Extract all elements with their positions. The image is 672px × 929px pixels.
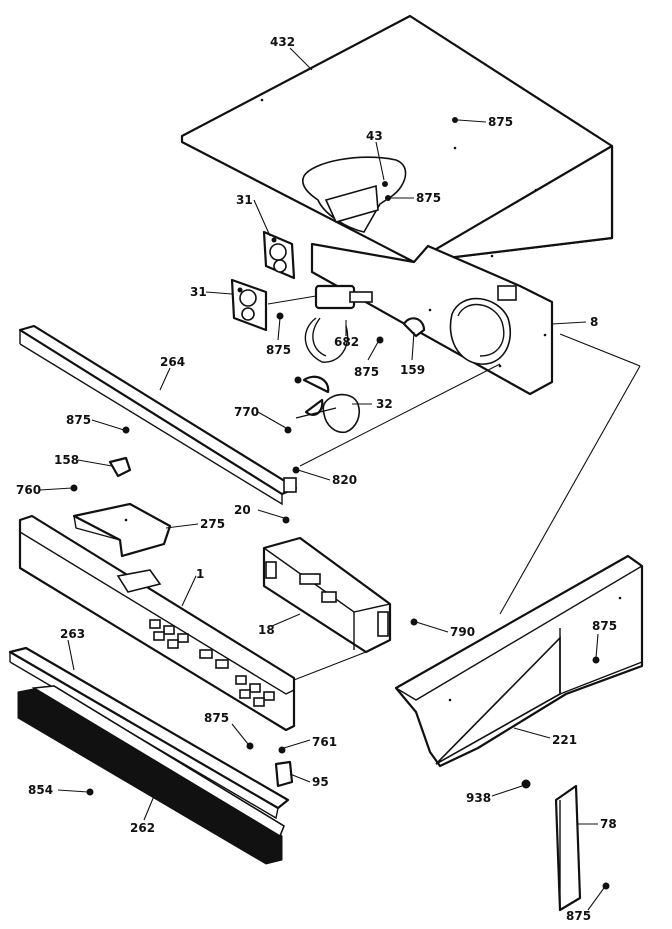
- fan-32: [294, 375, 361, 434]
- label-875-panel: 875: [204, 711, 229, 725]
- label-682: 682: [334, 335, 359, 349]
- screw-875d: [376, 336, 384, 344]
- plate-78: [554, 784, 582, 912]
- label-95: 95: [312, 775, 329, 789]
- fasteners: [70, 312, 610, 890]
- label-32: 32: [376, 397, 393, 411]
- label-790: 790: [450, 625, 475, 639]
- label-760: 760: [16, 483, 41, 497]
- label-159: 159: [400, 363, 425, 377]
- label-78: 78: [600, 817, 617, 831]
- label-820: 820: [332, 473, 357, 487]
- thermostat-31-upper: [262, 230, 296, 280]
- screw-875h: [602, 882, 610, 890]
- guide-lines: [267, 295, 641, 681]
- back-panel-8: [310, 242, 554, 396]
- control-panel-1: [18, 514, 296, 732]
- screw-761: [278, 746, 286, 754]
- label-264: 264: [160, 355, 185, 369]
- label-854: 854: [28, 783, 53, 797]
- screw-770: [284, 426, 292, 434]
- part-labels: 432 875 43 875 31 31 8 875 682 875 159 2…: [16, 35, 617, 923]
- leader-lines: [39, 47, 605, 911]
- label-275: 275: [200, 517, 225, 531]
- label-1: 1: [196, 567, 204, 581]
- label-43: 43: [366, 129, 383, 143]
- label-158: 158: [54, 453, 79, 467]
- side-bracket-221: [394, 554, 644, 768]
- label-8: 8: [590, 315, 598, 329]
- label-875-thermo: 875: [266, 343, 291, 357]
- label-875-side: 875: [592, 619, 617, 633]
- screw-875f: [246, 742, 254, 750]
- label-432: 432: [270, 35, 295, 49]
- trim-strip-264: [18, 324, 298, 506]
- label-875-bottom: 875: [566, 909, 591, 923]
- label-875-top: 875: [488, 115, 513, 129]
- clip-158: [108, 456, 132, 478]
- screw-938: [521, 779, 531, 789]
- label-31-lower: 31: [190, 285, 207, 299]
- label-221: 221: [552, 733, 577, 747]
- bracket-95: [274, 760, 294, 788]
- blower-motor-682: [304, 284, 373, 363]
- label-875-motor: 875: [354, 365, 379, 379]
- grille-262: [17, 685, 285, 865]
- label-18: 18: [258, 623, 275, 637]
- label-875-cover: 875: [416, 191, 441, 205]
- control-board-18: [262, 536, 392, 654]
- control-buttons: [149, 619, 275, 707]
- label-761: 761: [312, 735, 337, 749]
- label-938: 938: [466, 791, 491, 805]
- label-31-upper: 31: [236, 193, 253, 207]
- bracket-275: [72, 502, 172, 558]
- label-875-left: 875: [66, 413, 91, 427]
- thermostat-31-lower: [230, 278, 268, 332]
- bracket-159: [402, 317, 426, 338]
- screw-20: [282, 516, 290, 524]
- top-cover-432: [180, 14, 614, 264]
- label-262: 262: [130, 821, 155, 835]
- label-770: 770: [234, 405, 259, 419]
- label-263: 263: [60, 627, 85, 641]
- label-20: 20: [234, 503, 251, 517]
